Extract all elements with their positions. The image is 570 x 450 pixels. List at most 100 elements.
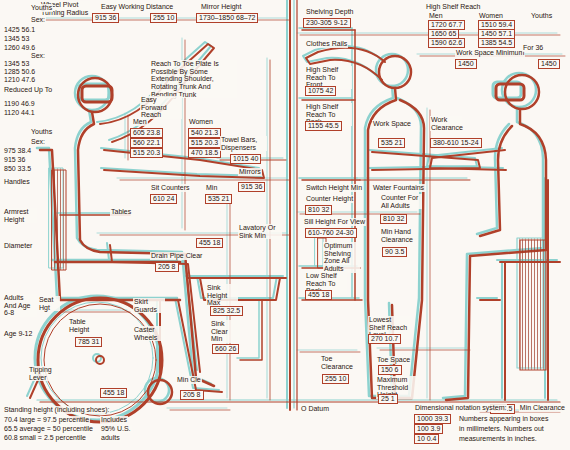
dimension-value: 455 18 (305, 290, 332, 300)
dimension-value: 810 32 (305, 205, 332, 215)
dimension-value: 255 10 (322, 374, 349, 384)
annotation-label: Sex: (30, 138, 46, 146)
dimension-value: 1730–1850 68–72 (196, 13, 258, 23)
dimension-value: 470 18.5 (188, 148, 221, 158)
annotation-label: 915 36 (3, 156, 26, 164)
red-drawing (30, 0, 565, 422)
annotation-label: Standing height (including shoes): (3, 406, 110, 414)
annotation-label: Youths (30, 128, 53, 136)
annotation-label: Tipping Lever (28, 366, 58, 381)
dimension-value: 1385 54.5 (478, 38, 515, 48)
dimension-value: 1075 42 (305, 86, 336, 96)
annotation-label: 850 33.5 (3, 165, 32, 173)
annotation-label: Men (132, 118, 148, 126)
annotation-label: Min Hand Clearance (380, 228, 412, 243)
annotation-label: adults (100, 434, 121, 442)
dimension-value: 10 0.4 (414, 434, 439, 444)
dimension-value: 230-305 9-12 (303, 18, 351, 28)
annotation-label: 1210 47.6 (3, 76, 36, 84)
annotation-label: Youths (530, 12, 553, 20)
annotation-label: Work Clearance (430, 116, 462, 131)
dimension-value: 205 8 (155, 262, 179, 272)
annotation-label: in millimeters. Numbers out (458, 425, 545, 433)
annotation-label: Reach To Toe Plate Is Possible By Some E… (150, 60, 237, 98)
annotation-label: Counter For All Adults (380, 194, 422, 209)
annotation-label: Women (478, 12, 504, 20)
annotation-label: Caster Wheels (133, 326, 165, 341)
annotation-label: 60.8 small = 2.5 percentile (3, 434, 87, 442)
annotation-label: 65.5 average = 50 percentile (3, 425, 94, 433)
annotation-label: 70.4 large = 97.5 percentile (3, 416, 90, 424)
annotation-label: Armrest Height (3, 208, 37, 223)
dimension-value: 270 10.7 (368, 334, 401, 344)
annotation-label: Sill Height For View (303, 218, 366, 226)
annotation-label: Sink Clear Min (210, 320, 240, 343)
annotation-label: 1260 49.6 (3, 44, 36, 52)
annotation-label: Youths (30, 4, 53, 12)
dimension-value: 1450 (538, 59, 560, 69)
dimension-value: 660 26 (212, 344, 239, 354)
annotation-label: Towel Bars, Dispensers (220, 136, 267, 151)
annotation-label: Shelving Depth (305, 8, 354, 16)
annotation-label: 1285 50.6 (3, 68, 36, 76)
dimension-value: 560 22.1 (130, 138, 163, 148)
annotation-label: Easy Forward Reach (140, 96, 182, 119)
annotation-label: Easy Working Distance (100, 3, 174, 11)
dimension-value: 535 21 (205, 194, 232, 204)
dimension-value: 455 18 (196, 238, 223, 248)
dimension-value: 540 21.3 (188, 128, 221, 138)
annotation-label: 1345 53 (3, 35, 30, 43)
annotation-label: Tables (110, 208, 132, 216)
annotation-label: Work Space (372, 120, 412, 128)
dimension-value: 1590 62.6 (428, 38, 465, 48)
annotation-label: Min Cle (176, 376, 202, 384)
dimension-value: 1015 40 (230, 154, 261, 164)
dimension-value: 100 3.9 (414, 424, 443, 434)
annotation-label: Men (428, 12, 444, 20)
annotation-label: Skirt Guards (133, 298, 165, 313)
annotation-label: Work Space Minimum (455, 49, 525, 57)
annotation-label: Mirror Height (200, 3, 242, 11)
annotation-label: Min Clearance (519, 404, 566, 412)
dimension-value: 610-760 24-30 (305, 228, 357, 238)
dimension-value: 610 24 (150, 194, 177, 204)
annotation-label: Clothes Rails (305, 40, 348, 48)
annotation-label: Age 9-12 (3, 330, 33, 338)
dimension-value: 810 32 (380, 214, 407, 224)
dimension-value: 1000 39.3 (414, 414, 451, 424)
annotation-label: High Shelf Reach (425, 3, 481, 11)
annotation-label: Switch Height Min (305, 184, 363, 192)
annotation-label: 95% U.S. (100, 425, 132, 433)
dimension-value: 380-610 15-24 (430, 138, 482, 148)
annotation-label: Mirrors (238, 168, 262, 176)
annotation-label: Seat Hgt (38, 296, 60, 311)
annotation-label: Dimensional notation system: (414, 404, 507, 412)
dimension-value: 605 23.8 (130, 128, 163, 138)
annotation-label: Sit Counters (150, 184, 191, 192)
annotation-label: Toe Clearance (320, 355, 352, 370)
annotation-label: Diameter (3, 242, 33, 250)
annotation-label: Sex: (30, 16, 46, 24)
annotation-label: 1345 53 (3, 60, 30, 68)
dimension-value: 785 31 (75, 337, 102, 347)
dimension-value: 25 1 (378, 394, 398, 404)
annotation-label: Toe Space (376, 356, 411, 364)
dimension-value: 825 32.5 (210, 306, 243, 316)
annotation-label: Sex: (30, 52, 46, 60)
annotation-label: O Datum (300, 405, 330, 413)
annotation-label: 1190 46.9 (3, 100, 36, 108)
annotation-label: Water Fountains (372, 184, 425, 192)
annotation-label: Lavatory Or Sink Min (238, 224, 282, 239)
annotation-label: Optimum Shelving Zone All Adults (323, 242, 360, 273)
annotation-label: For 36 (522, 44, 544, 52)
dimension-value: 1155 45.5 (305, 121, 342, 131)
annotation-label: Min (205, 184, 218, 192)
annotation-label: Reduced Up To (3, 86, 53, 94)
dimension-value: 150 6 (378, 365, 402, 375)
dimension-value: 915 36 (92, 13, 119, 23)
dimension-value: 1450 (455, 59, 477, 69)
annotation-label: Table Height (68, 318, 100, 333)
dimension-value: 915 36 (238, 182, 265, 192)
